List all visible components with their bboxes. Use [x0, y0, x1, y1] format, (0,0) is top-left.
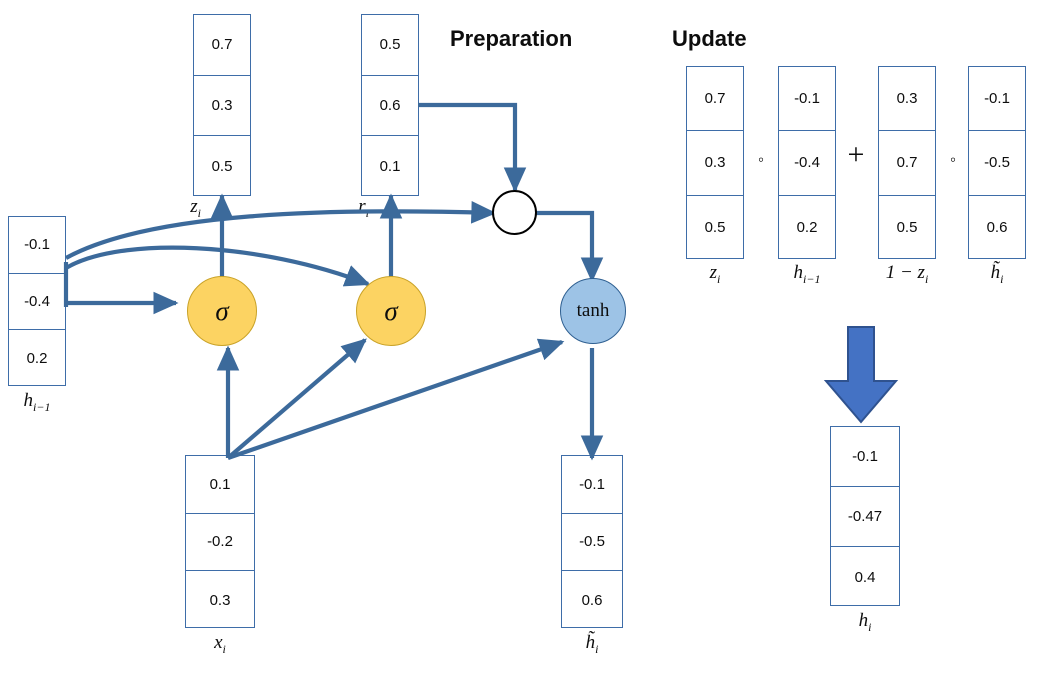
vector-label-h-prev: hi−1	[8, 390, 66, 415]
label-base: h̃	[990, 262, 1001, 283]
vector-cell: 0.1	[186, 456, 254, 514]
update-vector-label-h-prev: hi−1	[778, 262, 836, 287]
label-base: h̃	[585, 632, 596, 653]
label-sub: i	[924, 271, 929, 286]
vector-h-prev: -0.1 -0.4 0.2	[8, 216, 66, 386]
vector-cell: -0.2	[186, 514, 254, 572]
vector-cell: 0.5	[362, 15, 418, 76]
update-result-vector-h: -0.1 -0.47 0.4	[830, 426, 900, 606]
operator-hadamard-1: ◦	[757, 150, 765, 169]
vector-cell: -0.47	[831, 487, 899, 547]
vector-cell: -0.1	[562, 456, 622, 514]
vector-x: 0.1 -0.2 0.3	[185, 455, 255, 628]
update-vector-label-z: zi	[686, 262, 744, 287]
label-sub: i	[868, 619, 872, 634]
sigma-gate-reset: σ	[356, 276, 426, 346]
update-vector-label-h-tilde: h̃i	[968, 262, 1026, 287]
vector-cell: -0.5	[969, 131, 1025, 196]
vector-cell: 0.2	[26, 350, 48, 368]
label-sub: i−1	[33, 399, 51, 414]
label-sub: i	[717, 271, 721, 286]
label-base: z	[190, 196, 198, 217]
vector-label-h-tilde: h̃i	[561, 632, 623, 657]
label-base: z	[709, 262, 718, 283]
hadamard-product-node	[492, 190, 537, 235]
vector-cell: 0.7	[879, 131, 935, 196]
vector-label-z: zi	[161, 196, 201, 221]
label-base: h	[23, 390, 34, 411]
vector-cell: 0.5	[704, 219, 726, 237]
vector-label-r: ri	[329, 196, 369, 221]
sigma-gate-update: σ	[187, 276, 257, 346]
vector-cell: 0.3	[687, 131, 743, 196]
label-base: r	[358, 196, 366, 217]
vector-cell: -0.1	[969, 67, 1025, 132]
update-vector-z: 0.7 0.3 0.5	[686, 66, 744, 259]
vector-label-x: xi	[185, 632, 255, 657]
vector-cell: 0.6	[362, 76, 418, 137]
vector-cell: 0.3	[194, 76, 250, 137]
tanh-gate: tanh	[560, 278, 626, 344]
label-base: x	[214, 632, 223, 653]
vector-cell: -0.4	[779, 131, 835, 196]
vector-cell: 0.3	[879, 67, 935, 132]
vector-cell: 0.6	[581, 591, 603, 609]
label-sub: i	[1000, 271, 1004, 286]
vector-cell: 0.5	[211, 158, 233, 176]
operator-plus: +	[847, 138, 865, 171]
vector-cell: 0.5	[896, 219, 918, 237]
update-vector-h-prev: -0.1 -0.4 0.2	[778, 66, 836, 259]
label-sub: i	[222, 641, 226, 656]
vector-cell: 0.2	[796, 219, 818, 237]
operator-hadamard-2: ◦	[949, 150, 957, 169]
vector-cell: 0.3	[209, 591, 231, 609]
update-heading: Update	[672, 26, 747, 51]
vector-cell: 0.4	[854, 568, 876, 586]
vector-cell: -0.1	[779, 67, 835, 132]
vector-cell: -0.1	[9, 217, 65, 274]
label-sub: i	[595, 641, 599, 656]
vector-z: 0.7 0.3 0.5	[193, 14, 251, 196]
vector-cell: 0.7	[194, 15, 250, 76]
vector-cell: 0.7	[687, 67, 743, 132]
label-sub: i−1	[803, 271, 821, 286]
update-result-label-h: hi	[830, 610, 900, 635]
vector-r: 0.5 0.6 0.1	[361, 14, 419, 196]
label-base: 1 − z	[885, 262, 925, 283]
vector-cell: -0.1	[831, 427, 899, 487]
label-sub: i	[197, 205, 201, 220]
result-block-arrow	[823, 326, 899, 424]
preparation-heading: Preparation	[450, 26, 573, 51]
label-base: h	[858, 610, 869, 631]
vector-cell: -0.4	[9, 274, 65, 331]
update-vector-one-minus-z: 0.3 0.7 0.5	[878, 66, 936, 259]
label-sub: i	[365, 205, 369, 220]
update-vector-h-tilde: -0.1 -0.5 0.6	[968, 66, 1026, 259]
vector-cell: 0.6	[986, 219, 1008, 237]
label-base: h	[793, 262, 804, 283]
update-vector-label-one-minus-z: 1 − zi	[868, 262, 946, 287]
vector-cell: 0.1	[379, 158, 401, 176]
vector-cell: -0.5	[562, 514, 622, 572]
vector-h-tilde: -0.1 -0.5 0.6	[561, 455, 623, 628]
